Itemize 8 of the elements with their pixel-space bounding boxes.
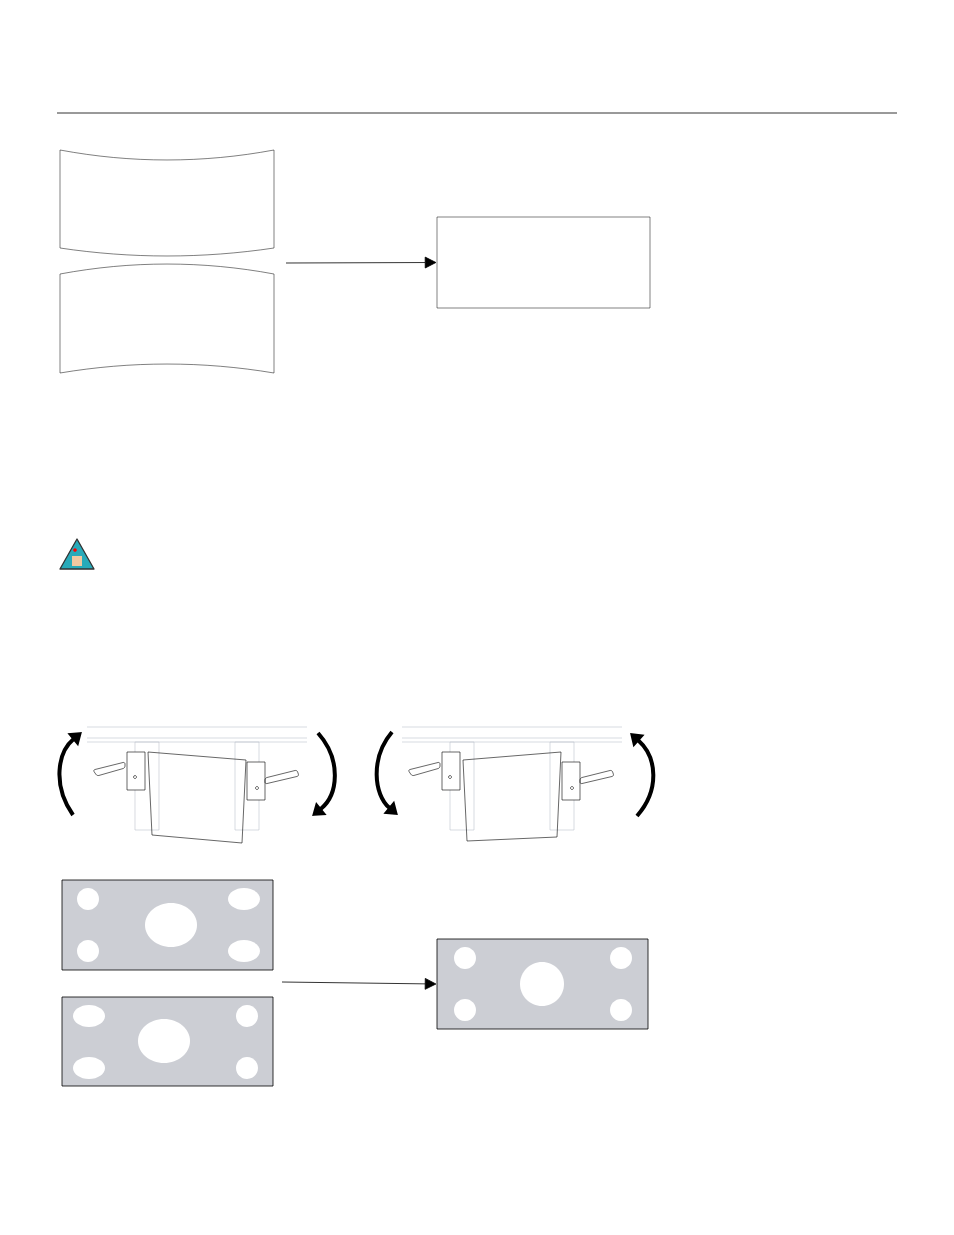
warped-screen-box bbox=[59, 263, 275, 374]
test-pattern-box bbox=[61, 879, 274, 971]
screen-box bbox=[436, 216, 651, 309]
arrow bbox=[285, 256, 437, 269]
test-pattern-box bbox=[61, 996, 274, 1087]
test-pattern-box bbox=[436, 938, 649, 1030]
arrow bbox=[281, 978, 437, 990]
warped-screen-box bbox=[59, 149, 275, 257]
